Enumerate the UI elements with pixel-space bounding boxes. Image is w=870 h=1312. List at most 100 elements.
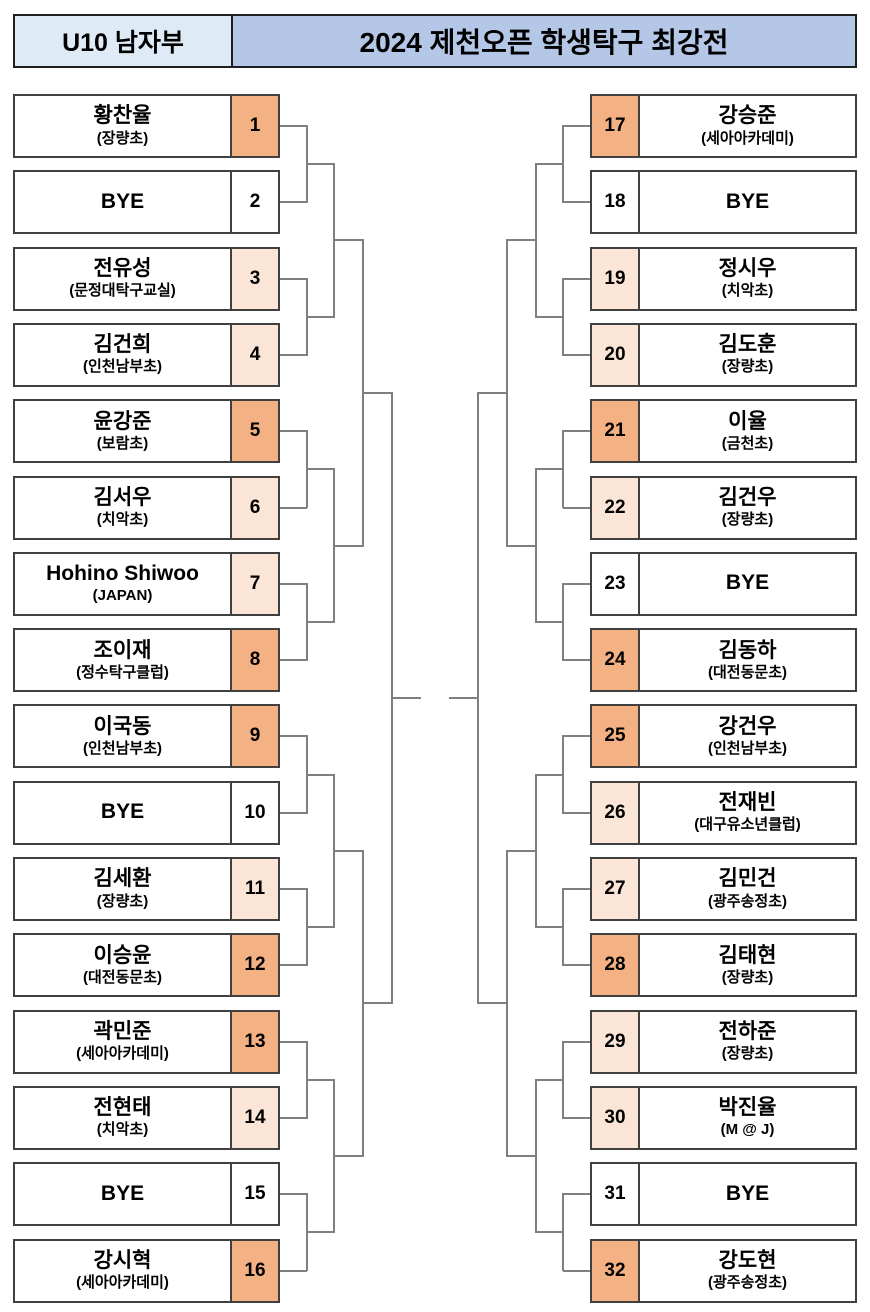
- seed-number: 29: [592, 1011, 640, 1072]
- seed-number: 21: [592, 401, 640, 462]
- player-affiliation: (세아아카데미): [701, 129, 794, 147]
- player-info: 김건희 (인천남부초): [15, 325, 230, 385]
- seed-number: 22: [592, 477, 640, 538]
- player-name: 전재빈: [718, 791, 777, 815]
- player-box: 김도훈 (장량초) 20: [590, 322, 857, 387]
- bracket-line: [563, 888, 590, 890]
- player-box: 전재빈 (대구유소년클럽) 26: [590, 780, 857, 845]
- header: U10 남자부 2024 제천오픈 학생탁구 최강전: [13, 14, 857, 68]
- bracket-line: [280, 964, 307, 967]
- bracket-line: [477, 392, 479, 1005]
- bracket-line: [334, 544, 363, 547]
- player-info: 김도훈 (장량초): [640, 325, 855, 385]
- player-affiliation: (장량초): [721, 1045, 774, 1063]
- player-box: 전유성 (문정대탁구교실) 3: [13, 246, 280, 311]
- player-info: 곽민준 (세아아카데미): [15, 1012, 230, 1072]
- player-affiliation: (인천남부초): [83, 739, 162, 757]
- bracket-line: [392, 697, 421, 700]
- bracket-line: [507, 1155, 536, 1158]
- player-affiliation: (인천남부초): [83, 358, 162, 376]
- player-name: 강건우: [718, 714, 777, 738]
- seed-number: 24: [592, 630, 640, 691]
- bracket-line: [307, 1231, 334, 1234]
- player-name: 전하준: [718, 1020, 777, 1044]
- player-info: BYE: [15, 783, 230, 843]
- player-box: 정시우 (치악초) 19: [590, 246, 857, 311]
- seed-number: 14: [230, 1087, 278, 1148]
- seed-number: 9: [230, 706, 278, 767]
- player-box: 전하준 (장량초) 29: [590, 1009, 857, 1074]
- bracket-line: [280, 582, 307, 585]
- player-box: 박진율 (M @ J) 30: [590, 1085, 857, 1150]
- player-info: 김세환 (장량초): [15, 859, 230, 919]
- bracket-line: [280, 1193, 307, 1196]
- bracket-line: [563, 353, 590, 356]
- player-info: 강도현 (광주송정초): [640, 1241, 855, 1301]
- player-box: 강승준 (세아아카데미) 17: [590, 94, 857, 158]
- player-name: 이승윤: [93, 943, 152, 967]
- player-affiliation: (금천초): [721, 434, 774, 452]
- bracket-line: [535, 468, 537, 623]
- player-box: 김건우 (장량초) 22: [590, 475, 857, 540]
- player-info: 김건우 (장량초): [640, 478, 855, 538]
- bracket-line: [563, 659, 590, 662]
- player-name: 조이재: [93, 638, 152, 662]
- bracket-line: [307, 773, 334, 776]
- seed-number: 16: [230, 1240, 278, 1301]
- bracket-line: [280, 811, 307, 814]
- player-box: 이승윤 (대전동문초) 12: [13, 933, 280, 998]
- seed-number: 15: [230, 1164, 278, 1225]
- player-name: BYE: [100, 189, 145, 213]
- bracket-line: [307, 163, 334, 166]
- player-info: 이국동 (인천남부초): [15, 706, 230, 766]
- player-info: BYE: [640, 1164, 855, 1224]
- bracket-line: [535, 163, 537, 318]
- seed-number: 19: [592, 248, 640, 309]
- bracket-line: [363, 392, 392, 395]
- player-info: 황찬율 (장량초): [15, 96, 230, 156]
- player-affiliation: (대전동문초): [708, 663, 787, 681]
- player-info: 김동하 (대전동문초): [640, 630, 855, 690]
- player-affiliation: (장량초): [721, 511, 774, 529]
- seed-number: 27: [592, 859, 640, 919]
- player-affiliation: (치악초): [96, 511, 149, 529]
- seed-number: 5: [230, 401, 278, 462]
- bracket-line: [478, 1002, 507, 1005]
- bracket-line: [536, 926, 563, 929]
- player-name: 윤강준: [93, 409, 152, 433]
- bracket-line: [563, 964, 590, 967]
- bracket-line: [307, 1078, 334, 1081]
- bracket-line: [506, 239, 508, 547]
- player-name: 곽민준: [93, 1020, 152, 1044]
- bracket-line: [280, 201, 307, 204]
- bracket-line: [334, 239, 363, 242]
- player-name: 김민건: [718, 867, 777, 891]
- bracket-line: [536, 163, 563, 166]
- player-info: BYE: [640, 172, 855, 232]
- player-box: 이율 (금천초) 21: [590, 399, 857, 464]
- player-name: 전현태: [93, 1096, 152, 1120]
- player-name: 정시우: [718, 257, 777, 281]
- bracket-line: [280, 735, 307, 738]
- player-name: BYE: [100, 1181, 145, 1205]
- player-affiliation: (JAPAN): [92, 587, 153, 605]
- seed-number: 6: [230, 477, 278, 538]
- player-name: 박진율: [718, 1096, 777, 1120]
- seed-number: 17: [592, 96, 640, 156]
- player-name: 이국동: [93, 714, 152, 738]
- bracket-line: [535, 773, 537, 929]
- bracket-right-column: 강승준 (세아아카데미) 17 BYE 18 정시우 (치악초) 19 김도훈: [590, 0, 857, 1312]
- bracket-line: [307, 926, 334, 929]
- bracket-line: [563, 506, 590, 509]
- player-info: 전재빈 (대구유소년클럽): [640, 783, 855, 843]
- player-name: 이율: [728, 409, 767, 433]
- player-name: 김건희: [93, 333, 152, 357]
- seed-number: 31: [592, 1164, 640, 1225]
- seed-number: 3: [230, 248, 278, 309]
- bracket-line: [507, 544, 536, 547]
- bracket-line: [307, 620, 334, 623]
- player-info: 김서우 (치악초): [15, 478, 230, 538]
- player-info: 박진율 (M @ J): [640, 1088, 855, 1148]
- bracket-line: [563, 1193, 590, 1196]
- player-box: 김서우 (치악초) 6: [13, 475, 280, 540]
